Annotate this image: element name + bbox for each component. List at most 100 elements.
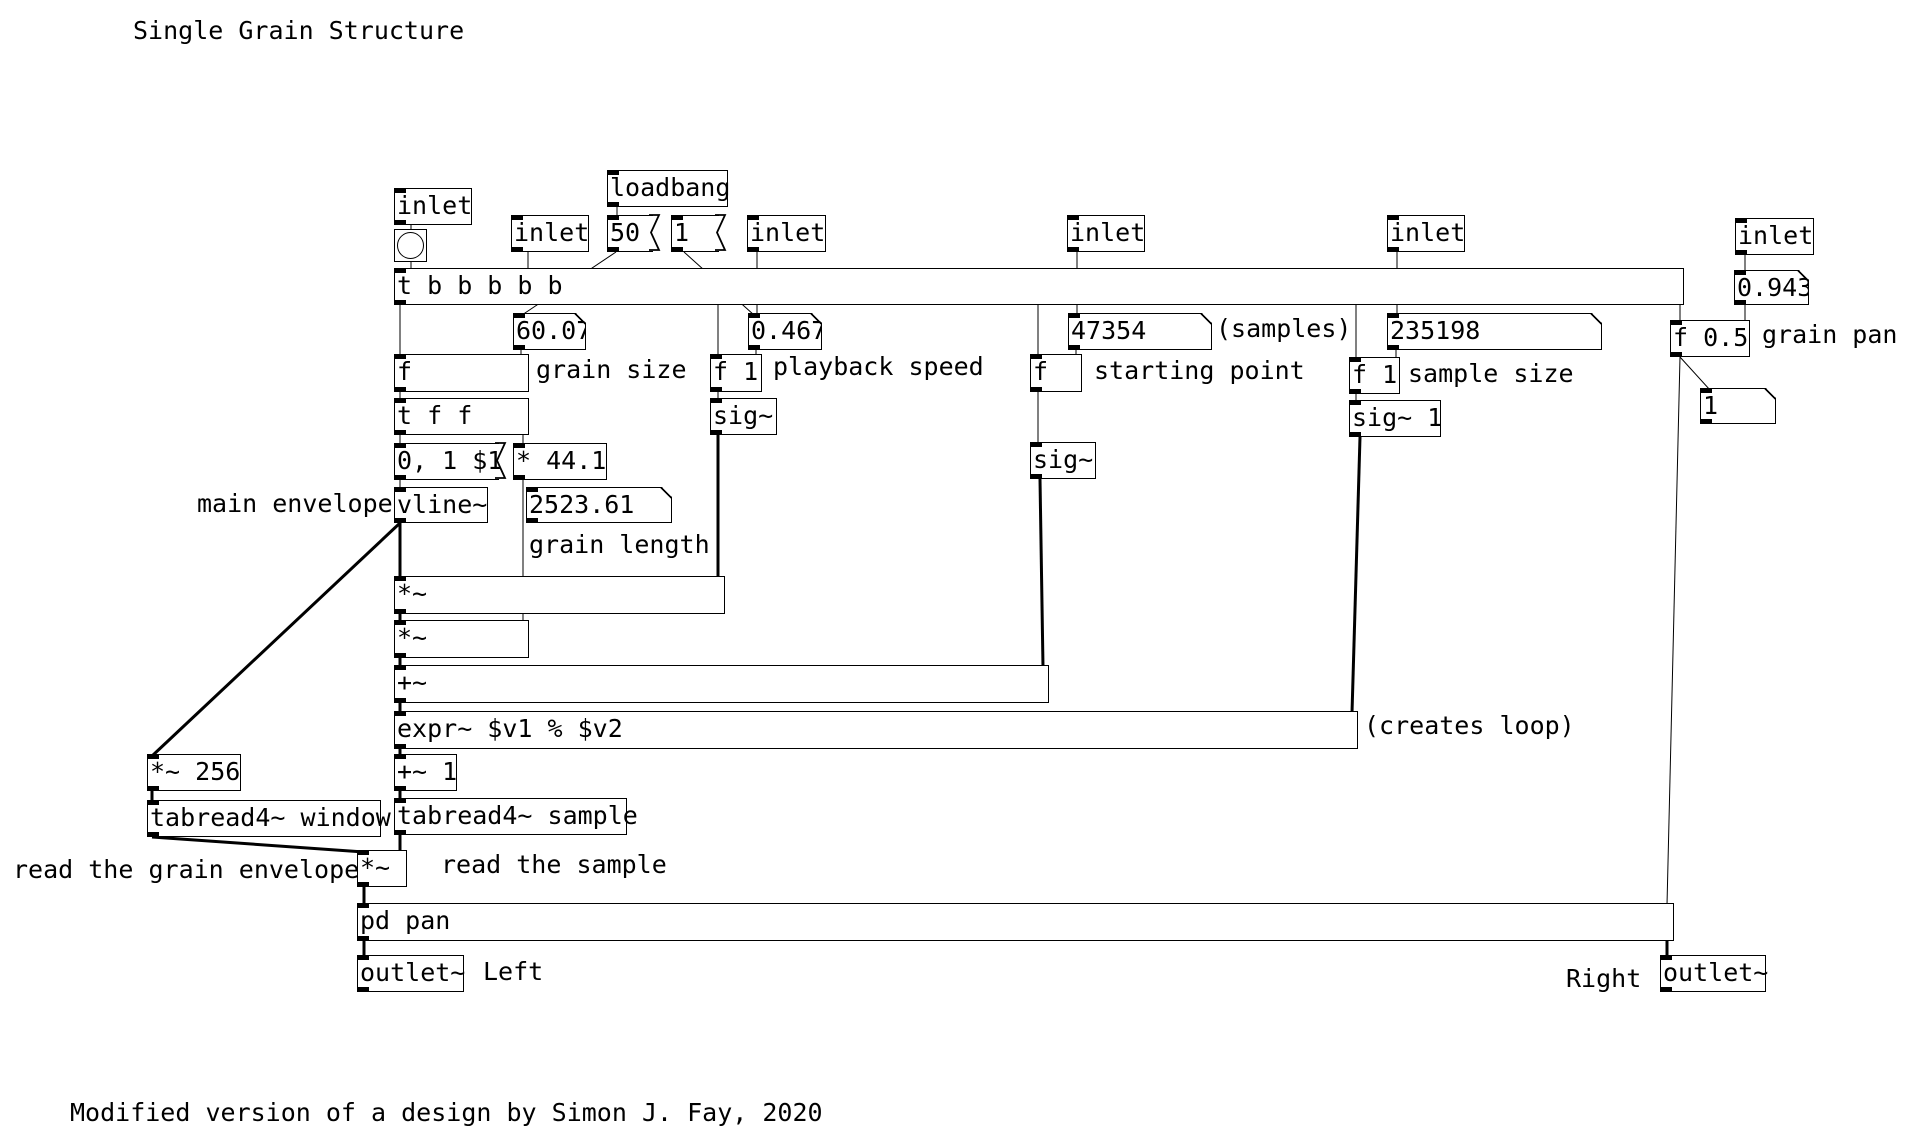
inlet-sample-size[interactable]: inlet [1387,215,1465,252]
inlet-port[interactable] [607,170,619,175]
inlet-port[interactable] [394,268,406,273]
inlet-port[interactable] [1030,354,1042,359]
inlet-port[interactable] [1067,215,1079,220]
outlet-port[interactable] [357,882,369,887]
vline-object[interactable]: vline~ [394,487,488,523]
outlet-port[interactable] [748,345,760,350]
inlet-port[interactable] [671,215,683,220]
outlet-port[interactable] [1670,352,1682,357]
inlet-port[interactable] [1387,313,1399,318]
trigger-object[interactable]: t b b b b b [394,268,1684,305]
f-sample-size[interactable]: f 1 [1349,357,1400,394]
patch-cord-39[interactable] [150,521,402,758]
inlet-port[interactable] [394,754,406,759]
t-f-f-object[interactable]: t f f [394,398,529,435]
number-grain-pan[interactable]: 0.943 [1734,270,1809,305]
outlet-port[interactable] [394,609,406,614]
inlet-port[interactable] [710,354,722,359]
patch-cord-28[interactable] [1679,356,1711,391]
message-50[interactable]: 50 [607,214,661,252]
pd-pan[interactable]: pd pan [357,903,1674,941]
inlet-port[interactable] [394,711,406,716]
outlet-port[interactable] [357,987,369,992]
inlet-grain-size[interactable]: inlet [511,215,589,252]
outlet-port[interactable] [671,247,683,252]
patch-cord-36[interactable] [1350,436,1362,714]
expr-modulo[interactable]: expr~ $v1 % $v2 [394,711,1358,749]
tabread-window[interactable]: tabread4~ window [147,800,391,837]
inlet-port[interactable] [748,313,760,318]
inlet-grain-pan[interactable]: inlet [1735,218,1814,255]
inlet-port[interactable] [394,398,406,403]
tabread-sample[interactable]: tabread4~ sample [394,798,638,835]
inlet-port[interactable] [394,443,406,448]
outlet-port[interactable] [394,830,406,835]
inlet-port[interactable] [147,800,159,805]
inlet-port[interactable] [747,215,759,220]
inlet-port[interactable] [357,850,369,855]
number-grain-size[interactable]: 60.07 [513,313,586,350]
outlet-port[interactable] [513,475,525,480]
multiply-signal-speed[interactable]: *~ [394,576,725,614]
outlet-port[interactable] [394,430,406,435]
inlet-port[interactable] [710,398,722,403]
multiply-44-1[interactable]: * 44.1 [513,443,607,480]
outlet-port[interactable] [607,247,619,252]
f-starting-point[interactable]: f [1030,354,1082,392]
multiply-256[interactable]: *~ 256 [147,754,241,791]
inlet-port[interactable] [1349,400,1361,405]
patch-cord-34[interactable] [1038,478,1045,668]
outlet-port[interactable] [1067,247,1079,252]
inlet-port[interactable] [511,215,523,220]
outlet-port[interactable] [1387,247,1399,252]
inlet-port[interactable] [1030,442,1042,447]
outlet-port[interactable] [394,518,406,523]
outlet-port[interactable] [1387,345,1399,350]
sig-starting-point[interactable]: sig~ [1030,442,1096,479]
f-playback-speed[interactable]: f 1 [710,354,762,392]
outlet-port[interactable] [1735,250,1747,255]
outlet-port[interactable] [394,786,406,791]
inlet-port[interactable] [1387,215,1399,220]
inlet-port[interactable] [607,215,619,220]
outlet-right[interactable]: outlet~ [1660,955,1768,992]
outlet-port[interactable] [147,786,159,791]
inlet-playback-speed[interactable]: inlet [747,215,826,252]
inlet-port[interactable] [1670,320,1682,325]
inlet-port[interactable] [1700,388,1712,393]
outlet-port[interactable] [147,832,159,837]
outlet-port[interactable] [394,387,406,392]
inlet-port[interactable] [526,487,538,492]
number-sample-size[interactable]: 235198 [1387,313,1602,350]
inlet-port[interactable] [147,754,159,759]
inlet-port[interactable] [394,798,406,803]
inlet-trigger[interactable]: inlet [394,188,472,225]
sig-playback-speed[interactable]: sig~ [710,398,777,435]
bang-button[interactable] [394,229,427,262]
inlet-port[interactable] [513,443,525,448]
f-grain-pan[interactable]: f 0.5 [1670,320,1750,357]
outlet-port[interactable] [513,345,525,350]
outlet-port[interactable] [1660,987,1672,992]
outlet-port[interactable] [710,430,722,435]
f-grain-size[interactable]: f [394,354,529,392]
outlet-port[interactable] [526,518,538,523]
outlet-port[interactable] [511,247,523,252]
inlet-port[interactable] [357,903,369,908]
outlet-port[interactable] [394,300,406,305]
outlet-port[interactable] [1349,389,1361,394]
patch-cord-44[interactable] [1666,356,1681,906]
inlet-port[interactable] [1660,955,1672,960]
outlet-port[interactable] [394,653,406,658]
sig-sample-size[interactable]: sig~ 1 [1349,400,1442,437]
outlet-port[interactable] [357,936,369,941]
outlet-port[interactable] [394,220,406,225]
outlet-port[interactable] [1068,345,1080,350]
inlet-port[interactable] [1068,313,1080,318]
outlet-port[interactable] [607,202,619,207]
outlet-left[interactable]: outlet~ [357,955,465,992]
patch-cord-41[interactable] [151,835,365,854]
inlet-port[interactable] [394,620,406,625]
outlet-port[interactable] [1030,387,1042,392]
add-signal-start[interactable]: +~ [394,665,1049,703]
